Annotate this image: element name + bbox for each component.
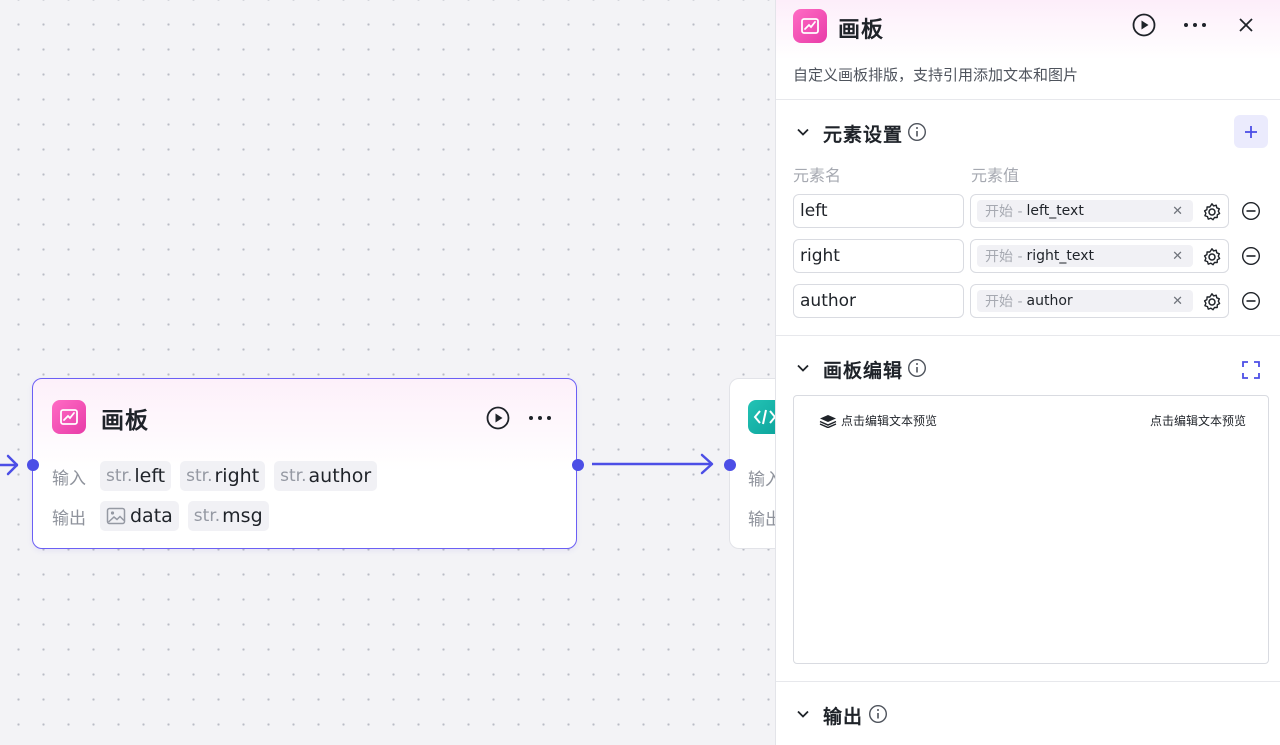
gear-icon[interactable]	[1201, 291, 1223, 313]
gear-icon[interactable]	[1201, 246, 1223, 268]
elements-section-title: 元素设置	[823, 124, 904, 146]
workflow-canvas[interactable]: 画板 输入 str.left str.right str.author 输出 d…	[0, 0, 775, 745]
output-tag-msg: str.msg	[187, 501, 269, 531]
column-label-value: 元素值	[971, 166, 1020, 185]
image-icon	[106, 507, 126, 525]
element-value-field[interactable]: 开始 -author✕	[970, 284, 1229, 318]
close-icon[interactable]	[1234, 13, 1258, 37]
clear-icon[interactable]: ✕	[1172, 204, 1183, 219]
input-tag-author: str.author	[274, 461, 378, 491]
code-icon	[748, 400, 775, 434]
node-output-port[interactable]	[572, 459, 584, 471]
canvas-board-icon	[793, 9, 827, 43]
node-settings-panel: 画板 自定义画板排版，支持引用添加文本和图片 元素设置 元素名 元素值 left…	[775, 0, 1280, 745]
node-outputs-row: 输出 data str.msg	[52, 501, 269, 531]
clear-icon[interactable]: ✕	[1172, 249, 1183, 264]
remove-element-icon[interactable]	[1241, 246, 1261, 266]
run-icon[interactable]	[1131, 12, 1157, 38]
info-icon[interactable]	[868, 704, 888, 724]
input-label: 输入	[52, 468, 86, 489]
column-label-name: 元素名	[793, 166, 842, 185]
panel-title: 画板	[838, 18, 885, 43]
add-element-button[interactable]	[1234, 115, 1268, 148]
element-name-input[interactable]: right	[793, 239, 964, 273]
output-section-title: 输出	[823, 706, 864, 728]
more-icon[interactable]	[1182, 12, 1208, 38]
chevron-down-icon[interactable]	[794, 705, 812, 723]
element-name-input[interactable]: author	[793, 284, 964, 318]
input-tag-left: str.left	[100, 461, 172, 491]
panel-description: 自定义画板排版，支持引用添加文本和图片	[793, 66, 1079, 84]
element-value-field[interactable]: 开始 -left_text✕	[970, 194, 1229, 228]
element-value-field[interactable]: 开始 -right_text✕	[970, 239, 1229, 273]
incoming-edge	[0, 454, 19, 476]
panel-header: 画板 自定义画板排版，支持引用添加文本和图片	[776, 0, 1280, 100]
editor-section-title: 画板编辑	[823, 360, 904, 382]
preview-text-right[interactable]: 点击编辑文本预览	[1149, 414, 1246, 428]
run-icon[interactable]	[485, 405, 511, 431]
canvas-node-huaban[interactable]: 画板 输入 str.left str.right str.author 输出 d…	[32, 378, 577, 549]
section-divider	[776, 335, 1280, 336]
more-icon[interactable]	[527, 405, 553, 431]
canvas-node-code[interactable]: 输入 输出	[729, 378, 775, 549]
layers-icon	[819, 414, 837, 428]
info-icon[interactable]	[907, 358, 927, 378]
next-node-input-port[interactable]	[724, 459, 736, 471]
node-inputs-row: 输入 str.left str.right str.author	[52, 461, 378, 491]
node-input-port[interactable]	[27, 459, 39, 471]
info-icon[interactable]	[907, 122, 927, 142]
canvas-board-icon	[52, 400, 86, 434]
expand-icon[interactable]	[1240, 359, 1262, 381]
remove-element-icon[interactable]	[1241, 291, 1261, 311]
output-label: 输出	[52, 508, 86, 529]
value-reference-chip: 开始 -author✕	[977, 290, 1193, 312]
chevron-down-icon[interactable]	[794, 123, 812, 141]
canvas-editor[interactable]: 点击编辑文本预览 点击编辑文本预览	[793, 395, 1269, 664]
node-title: 画板	[101, 408, 149, 434]
output-tag-data: data	[100, 501, 179, 531]
value-reference-chip: 开始 -left_text✕	[977, 200, 1193, 222]
connection-edge	[592, 453, 714, 475]
section-divider	[776, 681, 1280, 682]
element-name-input[interactable]: left	[793, 194, 964, 228]
gear-icon[interactable]	[1201, 201, 1223, 223]
remove-element-icon[interactable]	[1241, 201, 1261, 221]
input-tag-right: str.right	[180, 461, 266, 491]
clear-icon[interactable]: ✕	[1172, 294, 1183, 309]
next-node-input-label: 输入	[748, 470, 775, 490]
chevron-down-icon[interactable]	[794, 359, 812, 377]
next-node-output-label: 输出	[748, 510, 775, 530]
preview-text-left[interactable]: 点击编辑文本预览	[819, 412, 937, 429]
value-reference-chip: 开始 -right_text✕	[977, 245, 1193, 267]
plus-icon	[1245, 125, 1257, 138]
